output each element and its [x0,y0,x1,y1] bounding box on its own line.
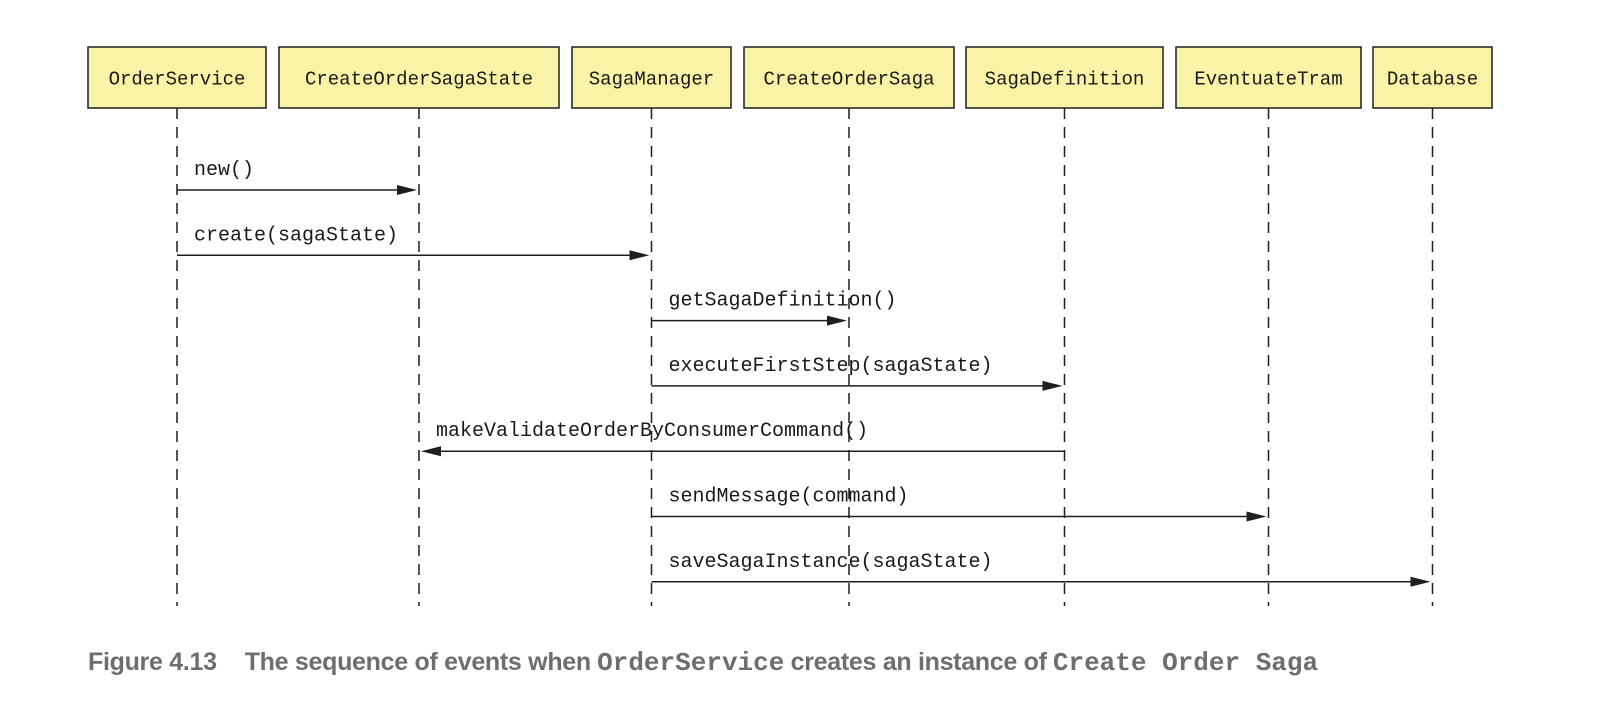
participant-label-create-order-saga-state: CreateOrderSagaState [305,69,533,91]
arrowhead [1042,380,1063,391]
arrowhead [1246,511,1267,522]
participant-box-create-order-saga-state [278,46,560,109]
message-label: getSagaDefinition() [669,290,897,313]
participant-create-order-saga-state: CreateOrderSagaState [278,46,560,109]
participant-box-saga-manager [571,46,732,109]
message-label: sendMessage(command) [669,486,909,509]
participant-label-create-order-saga: CreateOrderSaga [763,69,934,91]
message-label: new() [194,159,254,182]
message-label: saveSagaInstance(sagaState) [669,551,993,574]
figure-number: Figure 4.13 [88,648,217,676]
message-5: makeValidateOrderByConsumerCommand() [421,420,1065,457]
caption-code-create-order-saga: Create Order Saga [1052,648,1319,678]
figure-caption: Figure 4.13 The sequence of events when O… [88,648,1318,678]
arrowhead [629,250,650,261]
participant-label-order-service: OrderService [109,69,246,91]
message-2: create(sagaState) [177,224,650,261]
participant-label-eventuate-tram: EventuateTram [1194,69,1342,91]
participant-box-create-order-saga [743,46,955,109]
participant-label-saga-definition: SagaDefinition [985,69,1145,91]
caption-text-middle: creates an instance of [790,648,1047,676]
participant-saga-manager: SagaManager [571,46,732,109]
participant-eventuate-tram: EventuateTram [1175,46,1362,109]
message-1: new() [177,159,417,195]
participant-box-order-service [87,46,267,109]
message-label: makeValidateOrderByConsumerCommand() [436,420,868,443]
participant-label-database: Database [1387,69,1478,91]
participant-database: Database [1372,46,1493,109]
message-3: getSagaDefinition() [651,290,897,326]
lifelines [176,108,1434,606]
arrowhead [421,446,441,457]
participants: OrderService CreateOrderSagaState SagaMana… [87,46,1493,109]
message-label: executeFirstStep(sagaState) [669,355,993,378]
participant-box-saga-definition [965,46,1164,109]
participant-create-order-saga: CreateOrderSaga [743,46,955,109]
participant-box-database [1372,46,1493,109]
message-4: executeFirstStep(sagaState) [651,355,1063,391]
message-label: create(sagaState) [194,224,398,247]
arrowhead [397,185,417,195]
participant-order-service: OrderService [87,46,267,109]
message-6: sendMessage(command) [651,486,1267,522]
participant-saga-definition: SagaDefinition [965,46,1164,109]
arrowhead [1410,576,1431,587]
messages: new() create(sagaState) getSagaDefinition(… [177,159,1431,587]
caption-code-order-service: OrderService [597,648,785,678]
participant-box-eventuate-tram [1175,46,1362,109]
caption-text-before: The sequence of events when [244,648,591,676]
arrowhead [827,315,847,326]
participant-label-saga-manager: SagaManager [589,69,714,91]
message-7: saveSagaInstance(sagaState) [651,551,1431,587]
